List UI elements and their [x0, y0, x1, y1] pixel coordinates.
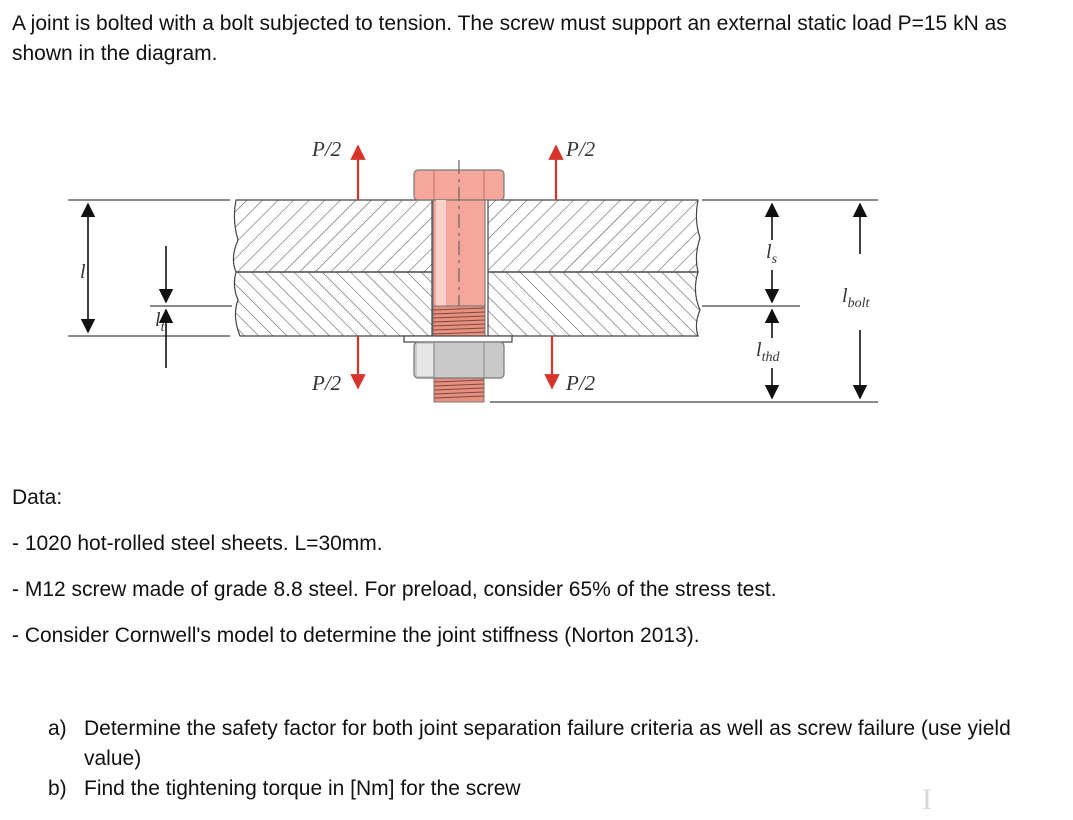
- data-heading: Data:: [12, 486, 63, 509]
- label-ls: l: [766, 241, 772, 263]
- load-arrows: [350, 144, 564, 390]
- svg-text:lbolt: lbolt: [842, 285, 870, 311]
- question-text: Determine the safety factor for both joi…: [84, 717, 1011, 770]
- svg-text:lt: lt: [155, 309, 166, 335]
- question-b: b) Find the tightening torque in [Nm] fo…: [48, 774, 1048, 804]
- bolt: [413, 160, 505, 400]
- washer: [403, 335, 513, 343]
- problem-intro: A joint is bolted with a bolt subjected …: [12, 12, 1007, 65]
- label-ls-sub: s: [772, 252, 778, 267]
- label-lt-sub: t: [161, 320, 166, 335]
- label-p2-bottom-left: P/2: [311, 371, 342, 395]
- lower-plate: [233, 271, 701, 337]
- label-lthd: l: [756, 339, 762, 361]
- label-p2-top-left: P/2: [311, 137, 342, 161]
- label-l: l: [80, 261, 86, 283]
- text-cursor-icon: I: [922, 783, 932, 816]
- label-lthd-sub: thd: [762, 350, 781, 365]
- question-list: a) Determine the safety factor for both …: [48, 714, 1048, 804]
- data-item-screw: - M12 screw made of grade 8.8 steel. For…: [12, 578, 777, 601]
- upper-plate: [232, 199, 701, 273]
- question-letter: a): [48, 717, 67, 740]
- data-item-sheets: - 1020 hot-rolled steel sheets. L=30mm.: [12, 532, 383, 555]
- data-item-stiffness: - Consider Cornwell's model to determine…: [12, 624, 700, 647]
- dimension-label-backgrounds: [754, 240, 796, 368]
- label-p2-bottom-right: P/2: [565, 371, 596, 395]
- bolted-joint-diagram: P/2 P/2 P/2 P/2 l lt ls lthd lbolt: [68, 137, 878, 403]
- question-a: a) Determine the safety factor for both …: [48, 714, 1048, 774]
- label-p2-top-right: P/2: [565, 137, 596, 161]
- question-text: Find the tightening torque in [Nm] for t…: [84, 777, 521, 800]
- svg-text:lthd: lthd: [756, 339, 780, 365]
- label-lbolt: l: [842, 285, 848, 307]
- svg-text:ls: ls: [766, 241, 778, 267]
- question-letter: b): [48, 777, 67, 800]
- label-lt: l: [155, 309, 161, 331]
- reference-lines: [68, 199, 878, 403]
- label-lbolt-sub: bolt: [848, 296, 871, 311]
- nut: [413, 341, 505, 379]
